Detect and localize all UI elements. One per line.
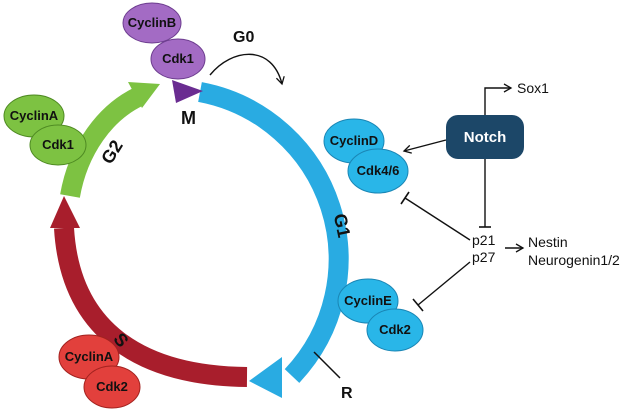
cyclina-s-label: CyclinA [65,349,114,364]
neurogenin-label: Neurogenin1/2 [528,252,620,268]
cyclinE-label: CyclinE [344,293,392,308]
m-arrowhead [172,80,203,103]
notch-label: Notch [464,129,507,146]
cdk2-s-ellipse [83,365,141,409]
complex-cyclinb-cdk1: CyclinB Cdk1 [122,2,206,80]
p27-label: p27 [472,249,496,265]
p21-inhibits-cdk46-line [404,197,471,241]
p27-inhibits-cdk2-bar [412,298,424,312]
restriction-point-line [313,351,341,379]
cdk1-m-label: Cdk1 [162,51,194,66]
sox1-label: Sox1 [517,80,549,96]
cyclina-g2-label: CyclinA [10,108,59,123]
g1-arrowhead [249,357,282,398]
g0-arrow [209,53,285,86]
phase-label-g0: G0 [233,29,254,46]
cdk1-g2-label: Cdk1 [42,137,74,152]
notch-to-cyclind-arrow [402,139,447,154]
cyclind-label: CyclinD [330,133,378,148]
cdk1-m-ellipse [150,38,206,80]
complex-cycline-cdk2: CyclinE Cdk2 [337,278,424,352]
s-arrowhead [50,196,80,228]
complex-cyclina-cdk1: CyclinA Cdk1 [3,94,87,166]
notch-to-sox1-arrow [484,83,513,115]
phase-label-m: M [181,108,196,128]
p21-inhibits-cdk46-bar [400,191,410,205]
cdk2-g1-ellipse [366,308,424,352]
complex-cyclind-cdk46: CyclinD Cdk4/6 [323,118,409,194]
cyclinb-label: CyclinB [128,15,176,30]
notch-box [446,115,524,159]
phase-label-r: R [341,385,353,402]
nestin-label: Nestin [528,234,568,250]
cdk1-g2-ellipse [29,124,87,166]
g1-phase-arc [198,82,349,383]
cdk2-g1-label: Cdk2 [379,322,411,337]
p21-label: p21 [472,232,496,248]
cdk2-s-label: Cdk2 [96,379,128,394]
g2-phase-arc [60,86,145,198]
s-phase-arc [54,227,248,387]
cyclinb-ellipse [122,2,182,44]
g2-arrowhead [128,82,160,108]
cdk46-ellipse [347,148,409,194]
p27-inhibits-cdk2-line [417,261,471,306]
complex-cyclina-cdk2: CyclinA Cdk2 [58,334,141,409]
cdk46-label: Cdk4/6 [357,163,400,178]
phase-label-g1: G1 [330,212,355,240]
